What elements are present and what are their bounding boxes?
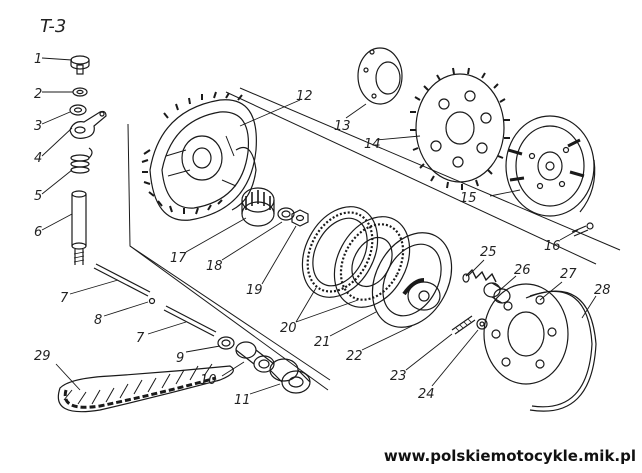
website-footer: www.polskiemotocykle.mik.pl xyxy=(383,447,636,465)
part-26-cap xyxy=(483,282,511,304)
part-21-steel-plate xyxy=(333,216,411,308)
part-28-circlip xyxy=(525,290,597,412)
label-12: 12 xyxy=(296,89,313,104)
part-14-sprocket xyxy=(410,67,510,190)
label-6: 6 xyxy=(34,225,42,240)
label-7b: 7 xyxy=(136,331,145,346)
label-26: 26 xyxy=(514,263,531,278)
part-27-cover-plate xyxy=(483,283,569,385)
part-13-hub xyxy=(357,47,403,105)
label-29: 29 xyxy=(34,349,51,364)
label-16: 16 xyxy=(544,239,561,254)
part-labels: 1 2 3 4 5 6 7 8 7 9 10 11 12 13 14 15 16… xyxy=(34,52,611,408)
label-18: 18 xyxy=(206,259,223,274)
part-16-screw xyxy=(571,222,594,237)
label-8: 8 xyxy=(94,313,102,328)
part-12-clutch-drum xyxy=(141,91,257,221)
label-1: 1 xyxy=(34,52,42,67)
part-7-pin-lower xyxy=(163,305,217,337)
label-5: 5 xyxy=(34,189,42,204)
part-20-friction-plate xyxy=(301,206,379,298)
part-5-spring xyxy=(70,147,93,174)
label-24: 24 xyxy=(418,387,435,402)
label-17: 17 xyxy=(170,251,187,266)
part-23-pin xyxy=(451,315,476,335)
label-27: 27 xyxy=(560,267,577,282)
label-28: 28 xyxy=(594,283,611,298)
label-22: 22 xyxy=(346,349,363,364)
label-2: 2 xyxy=(34,87,42,102)
part-3-washer xyxy=(69,104,87,116)
label-23: 23 xyxy=(390,369,407,384)
label-14: 14 xyxy=(364,137,381,152)
part-9-washer xyxy=(217,336,235,350)
part-19-nut xyxy=(291,209,309,227)
label-13: 13 xyxy=(334,119,351,134)
part-4-lock-plate xyxy=(69,110,107,139)
label-9: 9 xyxy=(176,351,184,366)
label-25: 25 xyxy=(480,245,497,260)
leader-lines xyxy=(41,57,597,395)
part-8-ball xyxy=(148,297,156,305)
part-18-ring xyxy=(277,207,295,221)
label-20: 20 xyxy=(280,321,297,336)
label-4: 4 xyxy=(34,151,42,166)
diagram-title: T-3 xyxy=(40,16,66,37)
part-10-bushing xyxy=(235,341,275,373)
label-10: 10 xyxy=(200,373,217,388)
label-7a: 7 xyxy=(60,291,69,306)
part-1-bolt xyxy=(70,55,90,75)
part-15-clutch-drum xyxy=(505,115,596,217)
label-3: 3 xyxy=(34,119,42,134)
part-11-sleeve xyxy=(269,358,311,394)
label-11: 11 xyxy=(234,393,251,408)
label-15: 15 xyxy=(460,191,477,206)
label-21: 21 xyxy=(314,335,331,350)
part-2-washer xyxy=(72,87,88,97)
label-19: 19 xyxy=(246,283,263,298)
part-25-spring xyxy=(462,268,497,283)
part-29-chain xyxy=(57,363,234,413)
assembly-frame xyxy=(127,87,621,391)
part-22-pressure-plate xyxy=(371,232,453,328)
part-7-pin-upper xyxy=(93,263,151,297)
part-17-bearing xyxy=(241,187,275,227)
part-6-shaft xyxy=(71,190,87,265)
part-24-nut xyxy=(476,318,488,330)
